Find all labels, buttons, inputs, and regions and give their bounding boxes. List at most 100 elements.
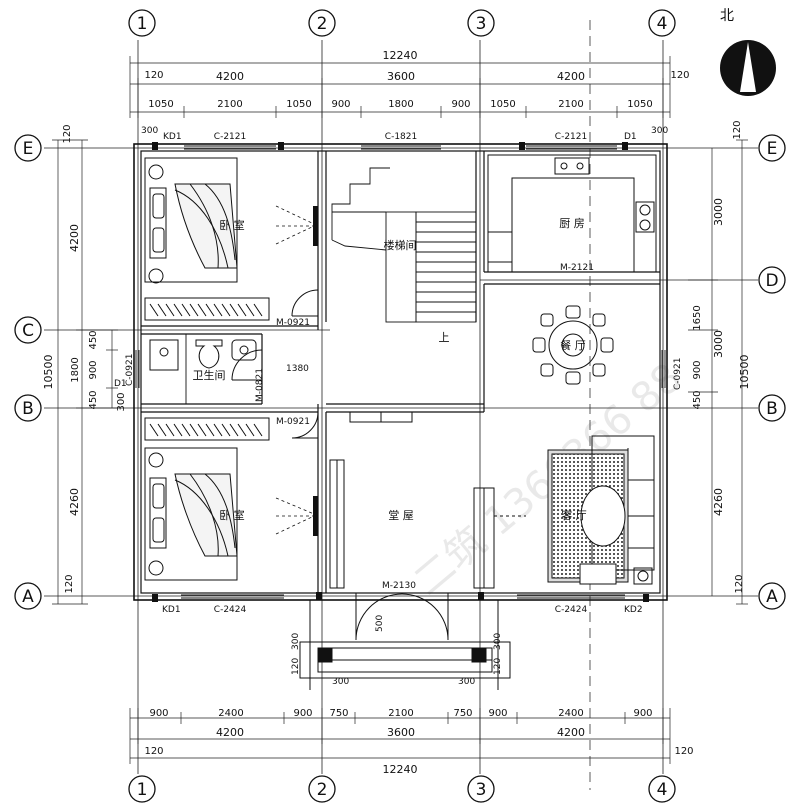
dim-top-detail: 1800 [388, 99, 413, 110]
axis-E-right [758, 134, 786, 162]
dim-left: 120 [64, 574, 75, 593]
dim-small: 300 [332, 677, 349, 687]
dim-right: 450 [692, 390, 703, 409]
dim-top-detail: 900 [451, 99, 470, 110]
dim-bottom-detail: 2100 [388, 708, 413, 719]
code-label: C-0921 [125, 354, 135, 386]
axis-label: 1 [137, 780, 148, 800]
axis-B-right [758, 394, 786, 422]
dim-left: 120 [62, 124, 73, 143]
tv-arrow-top [275, 205, 315, 245]
axis-3-bottom [467, 775, 495, 803]
dining-table [532, 305, 614, 385]
dim-top-bay: 3600 [387, 70, 415, 83]
axis-label: A [766, 587, 778, 607]
dim-corridor: 1380 [286, 364, 309, 374]
tv-arrow-bottom [275, 497, 315, 535]
porch [299, 600, 511, 690]
axis-label: A [22, 587, 34, 607]
dim-top-offset-left: 120 [144, 70, 163, 81]
axis-4-top [648, 9, 676, 37]
axis-E-left [14, 134, 42, 162]
dim-right: 3000 [712, 198, 725, 226]
code-label: C-2121 [555, 132, 587, 142]
top-dimensions [129, 56, 671, 118]
bed-top [144, 157, 238, 284]
tv-top [313, 206, 318, 246]
dim-small: 300 [141, 126, 158, 136]
dim-left: 4200 [68, 224, 81, 252]
dim-top-detail: 1050 [627, 99, 652, 110]
axis-3-top [467, 9, 495, 37]
dim-top-detail: 1050 [148, 99, 173, 110]
axis-label: B [22, 399, 34, 419]
axis-1-bottom [128, 775, 156, 803]
room-label: 堂 屋 [388, 509, 414, 522]
dim-small: 300 [493, 633, 503, 650]
dim-bottom-detail: 900 [149, 708, 168, 719]
dim-bottom-detail: 2400 [558, 708, 583, 719]
code-label: C-0921 [673, 358, 683, 390]
axis-label: C [22, 321, 34, 341]
dim-left-inner: 450 [88, 390, 99, 409]
axis-label: 1 [137, 14, 148, 34]
dim-bottom-bay: 4200 [216, 726, 244, 739]
north-arrow: 北 [720, 8, 776, 96]
bed-bottom [144, 447, 238, 581]
axis-lines [44, 40, 758, 774]
dim-right: 120 [734, 574, 745, 593]
dim-small: 120 [291, 658, 301, 675]
code-label: D1 [624, 132, 637, 142]
axis-label: 4 [657, 14, 668, 34]
bath-fixtures [149, 339, 263, 381]
room-label: 卧 室 [219, 508, 245, 522]
left-dimensions [52, 139, 118, 605]
dim-top-detail: 2100 [217, 99, 242, 110]
axis-1-top [128, 9, 156, 37]
dim-right: 900 [692, 360, 703, 379]
room-label: 卧 室 [219, 218, 245, 232]
dim-small: 300 [291, 633, 301, 650]
front-door [355, 592, 449, 641]
code-label: M-0821 [255, 368, 265, 402]
hall-furniture [329, 411, 526, 589]
dim-bottom-total: 12240 [383, 763, 418, 776]
code-label: KD2 [624, 605, 643, 615]
room-label: 厨 房 [559, 217, 585, 230]
axis-label: 4 [657, 780, 668, 800]
code-label: KD1 [162, 605, 181, 615]
axis-bubbles [14, 9, 786, 803]
dim-small: 500 [375, 615, 385, 632]
room-label: 楼梯间 [384, 238, 417, 252]
axis-label: 2 [317, 780, 328, 800]
code-label: M-0921 [276, 318, 310, 328]
dim-left: 4260 [68, 488, 81, 516]
axis-4-bottom [648, 775, 676, 803]
dim-top-detail: 1050 [286, 99, 311, 110]
axis-label: 2 [317, 14, 328, 34]
dim-top-total: 12240 [383, 49, 418, 62]
wardrobe-top [144, 297, 270, 321]
dim-right: 4260 [712, 488, 725, 516]
dim-bottom-offset-left: 120 [144, 746, 163, 757]
dim-top-offset-right: 120 [670, 70, 689, 81]
windows [135, 145, 666, 599]
columns [152, 142, 649, 602]
dim-bottom-detail: 900 [633, 708, 652, 719]
sofa [547, 435, 655, 585]
code-label: M-0921 [276, 417, 310, 427]
dim-top-detail: 900 [331, 99, 350, 110]
dim-bottom-bay: 3600 [387, 726, 415, 739]
dim-left: 10500 [42, 355, 55, 390]
room-label: 卫生间 [193, 368, 226, 382]
dim-left-inner: 1800 [70, 357, 81, 382]
dim-bottom-detail: 900 [488, 708, 507, 719]
dim-left-300: 300 [116, 392, 127, 411]
dim-small: 300 [458, 677, 475, 687]
axis-C-left [14, 316, 42, 344]
code-label: C-2121 [214, 132, 246, 142]
dim-left-inner: 450 [88, 330, 99, 349]
code-label: C-2424 [555, 605, 588, 615]
stair [331, 167, 477, 323]
